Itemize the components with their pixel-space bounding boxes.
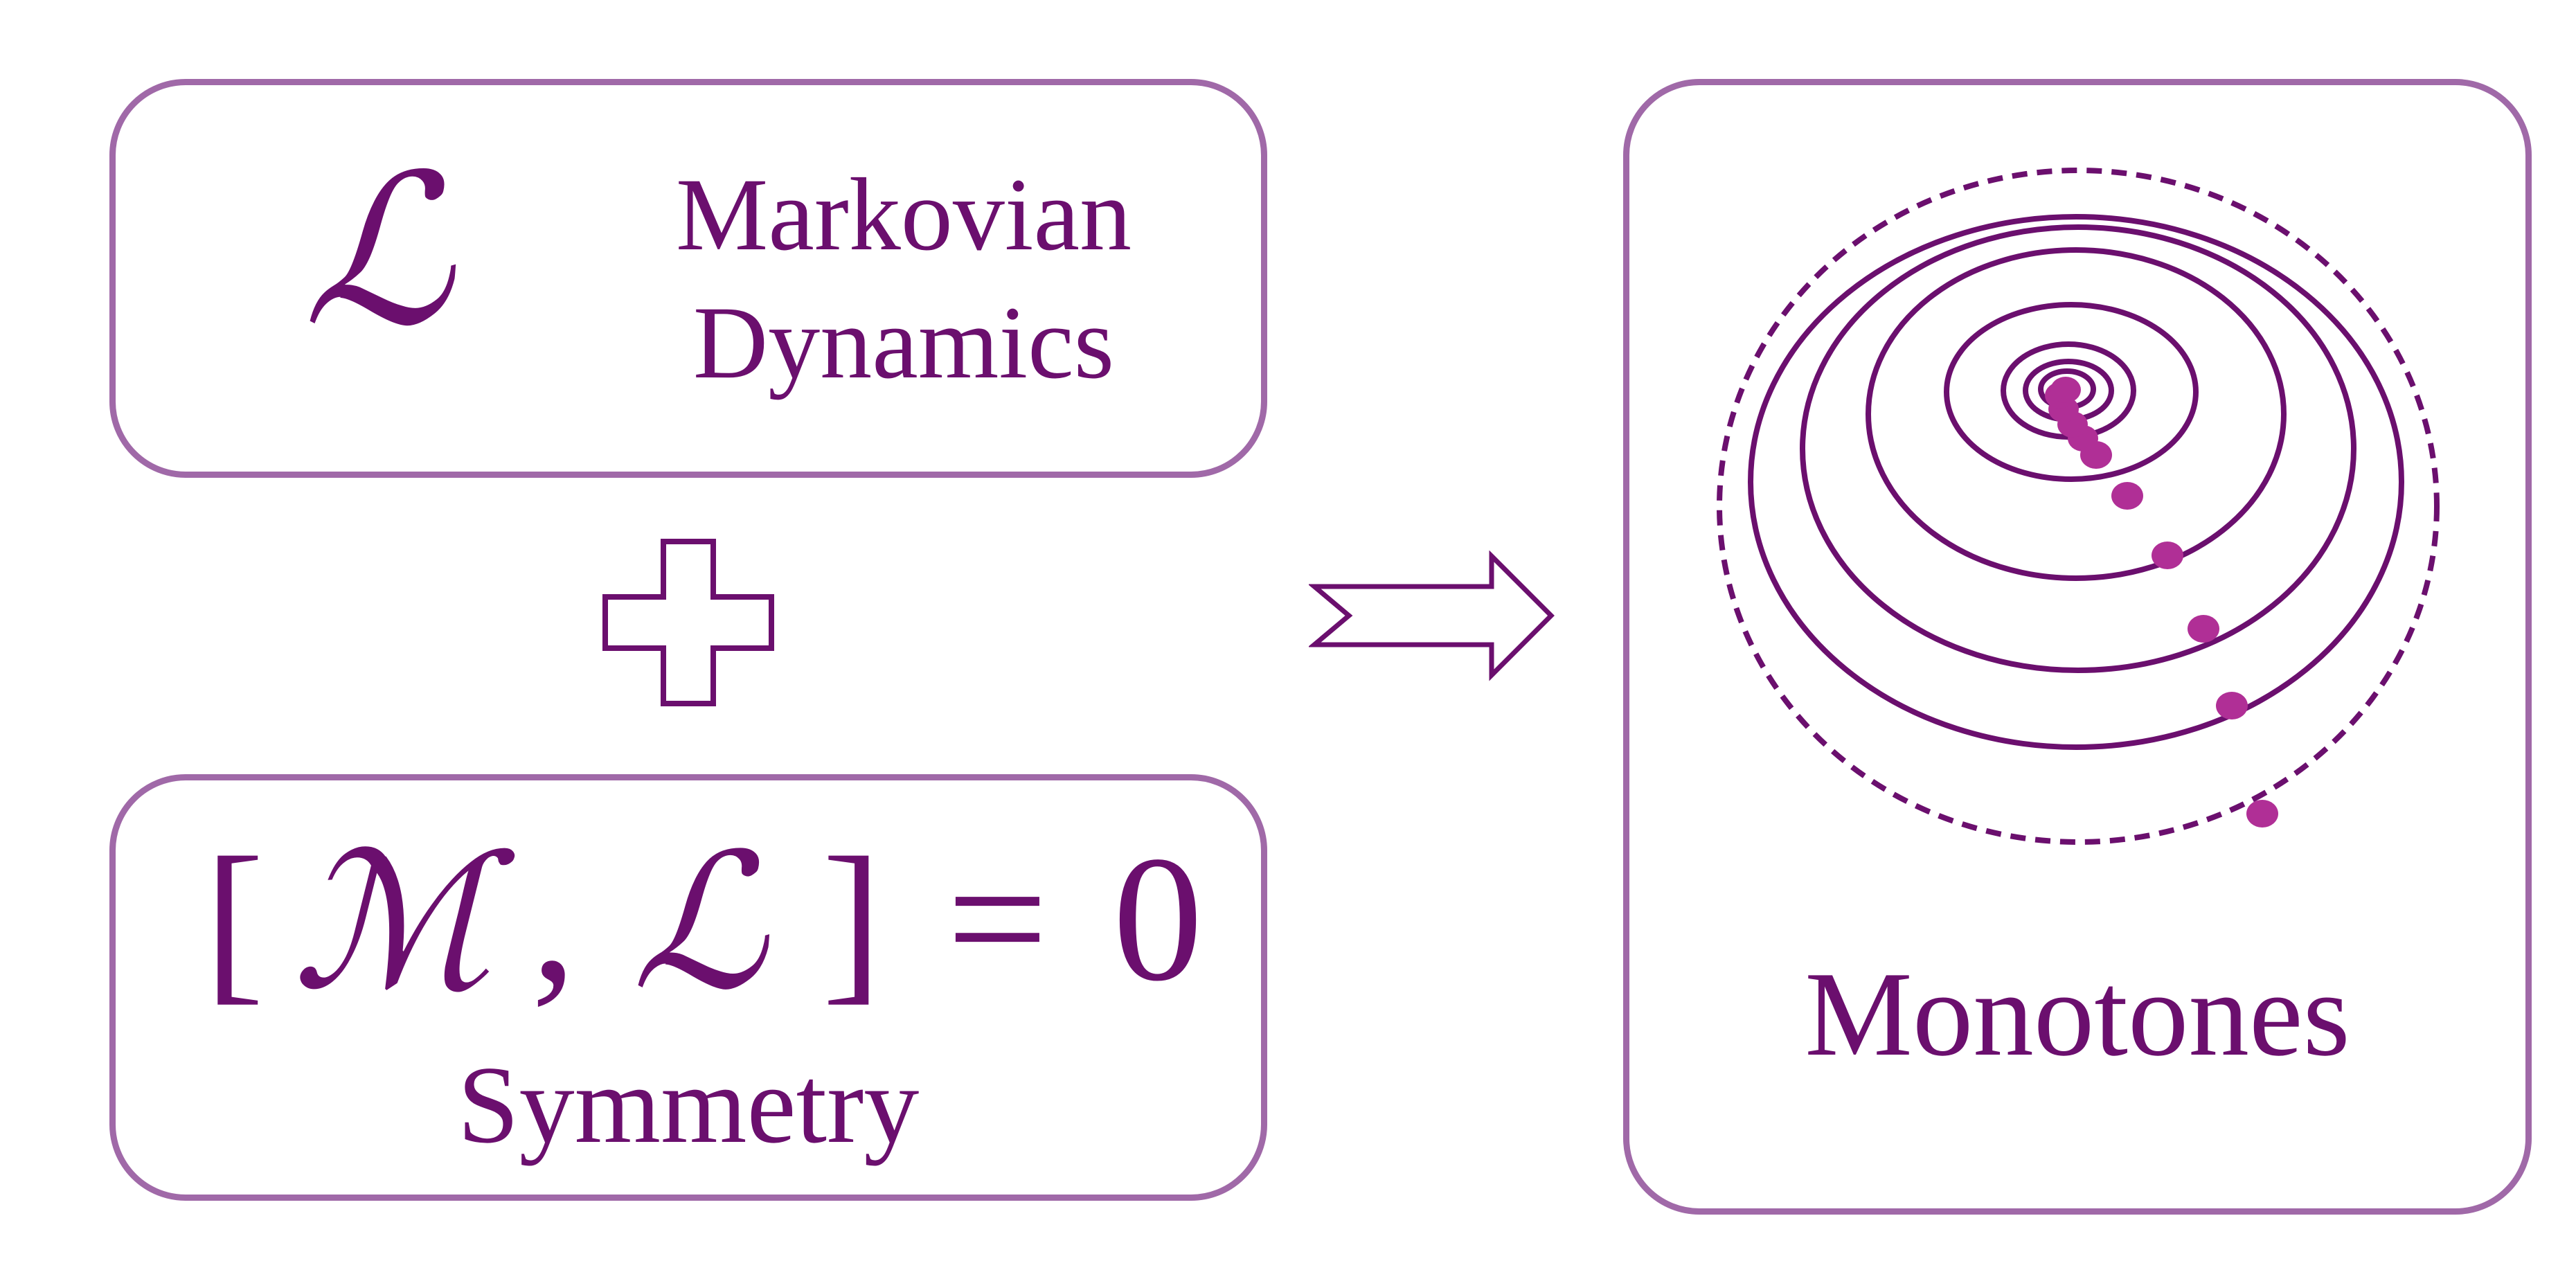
comma: , <box>531 819 576 1019</box>
symmetry-box: [ ℳ , ℒ ] = 0 Symmetry <box>109 774 1267 1201</box>
monotones-label: Monotones <box>1805 947 2350 1081</box>
zero: 0 <box>1113 819 1203 1019</box>
bracket-open: [ <box>204 821 265 1020</box>
symmetry-label: Symmetry <box>457 1043 920 1166</box>
right-arrow-icon <box>1309 551 1555 681</box>
spiral-orbit-icon <box>1717 168 2440 845</box>
plus-icon <box>602 539 774 706</box>
liouvillian-symbol-2: ℒ <box>632 813 767 1031</box>
equals-sign: = <box>947 819 1048 1019</box>
bracket-close: ] <box>822 821 882 1020</box>
markovian-dynamics-box: ℒ Markovian Dynamics <box>109 79 1267 478</box>
monotones-box: Monotones <box>1623 79 2532 1215</box>
markovian-label: Markovian <box>675 157 1132 272</box>
symmetry-operator-symbol: ℳ <box>292 813 492 1031</box>
liouvillian-symbol: ℒ <box>303 130 453 372</box>
dynamics-label: Dynamics <box>692 285 1115 400</box>
